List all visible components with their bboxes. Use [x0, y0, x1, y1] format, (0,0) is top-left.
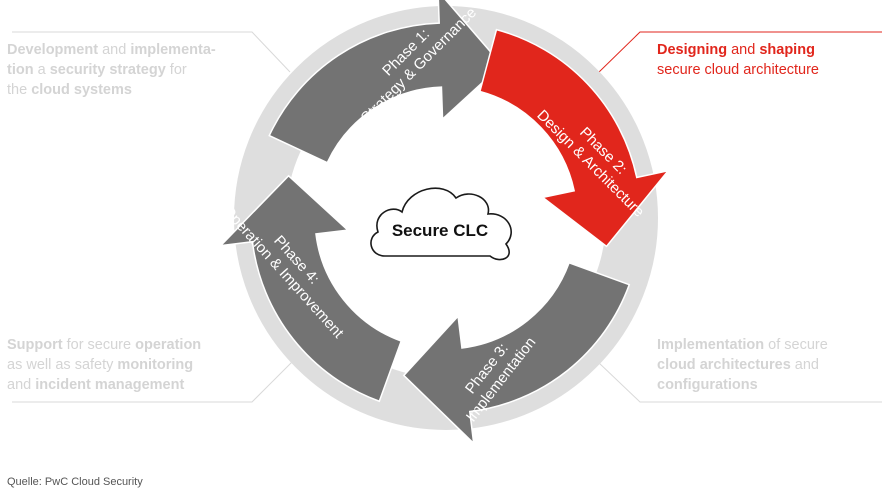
callout-text-segment: configurations — [657, 377, 758, 393]
callout-text-segment: for secure — [62, 337, 136, 353]
callout-text-segment: Implementation — [657, 337, 765, 353]
callout-text-segment: implementa- — [130, 42, 216, 58]
connector-phase-3 — [597, 361, 882, 403]
connector-lines — [12, 31, 882, 403]
callout-text-segment: and — [790, 357, 819, 373]
callout-text-segment: cloud architectures — [657, 357, 791, 373]
callout-text-segment: as well as safety — [7, 357, 118, 373]
callout-text-segment: of secure — [764, 337, 828, 353]
callout-text-segment: the — [7, 82, 32, 98]
callout-text-segment: cloud systems — [31, 82, 132, 98]
callout-text-segment: and — [98, 42, 131, 58]
phase-2-arrow — [478, 28, 670, 248]
callout-phase-3: Implementation of secure cloud architectu… — [657, 335, 882, 395]
connector-phase-4 — [12, 361, 293, 403]
connector-phase-2 — [596, 31, 882, 75]
phase-arrows — [218, 0, 670, 446]
callout-text-segment: Designing — [657, 42, 728, 58]
cloud-icon: Secure CLC — [370, 187, 512, 261]
callout-text-segment: and — [7, 377, 36, 393]
callout-text-segment: for — [165, 62, 187, 78]
callout-text-segment: and — [727, 42, 760, 58]
callout-text-segment: incident management — [35, 377, 185, 393]
callout-text-segment: shaping — [759, 42, 815, 58]
callout-text-segment: Development — [7, 42, 99, 58]
center-label: Secure CLC — [392, 221, 488, 240]
phase-3-arrow — [402, 261, 631, 446]
callout-text-segment: Support — [7, 337, 63, 353]
source-note: Quelle: PwC Cloud Security — [7, 476, 143, 488]
phase-1-arrow — [268, 0, 503, 164]
callout-text-segment: secure cloud architecture — [657, 62, 819, 78]
callout-text-segment: tion — [7, 62, 34, 78]
callout-phase-2: Designing and shaping secure cloud archit… — [657, 40, 882, 80]
callout-phase-1: Development and implementa-tion a securi… — [7, 40, 257, 100]
callout-text-segment: security strategy — [49, 62, 166, 78]
callout-text-segment: a — [33, 62, 50, 78]
callout-text-segment: operation — [135, 337, 202, 353]
connector-phase-1 — [12, 31, 291, 73]
phase-4-arrow — [218, 174, 403, 403]
callout-text-segment: monitoring — [117, 357, 194, 373]
callout-phase-4: Support for secure operation as well as s… — [7, 335, 257, 395]
